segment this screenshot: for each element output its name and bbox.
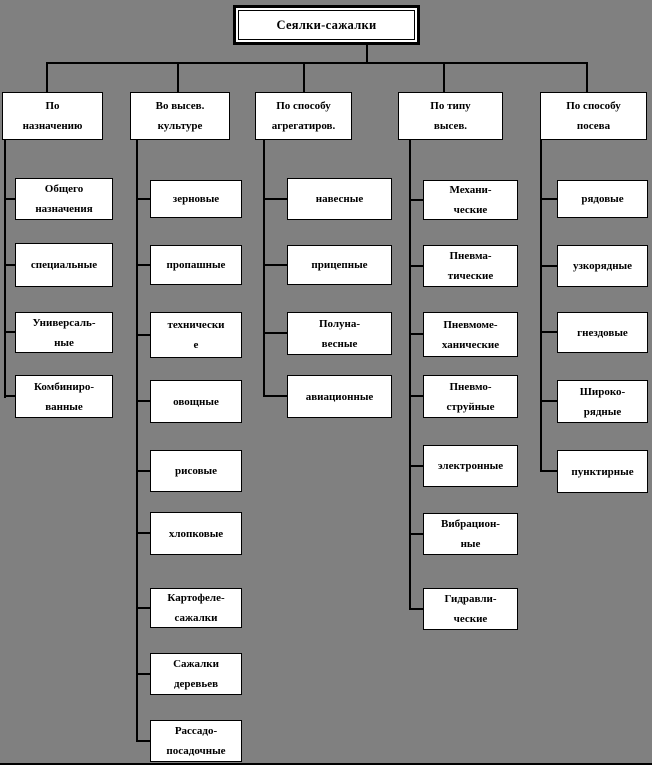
connector-line bbox=[136, 470, 150, 472]
node-ovoshchnye: овощные bbox=[150, 380, 242, 423]
connector-line bbox=[263, 332, 287, 334]
node-tehnicheskie: технически е bbox=[150, 312, 242, 358]
node-zernovye: зерновые bbox=[150, 180, 242, 218]
node-rassadoposadochnye: Рассадо- посадочные bbox=[150, 720, 242, 762]
node-kartofelesazhalki: Картофеле- сажалки bbox=[150, 588, 242, 628]
connector-line bbox=[136, 140, 138, 742]
node-propashnye: пропашные bbox=[150, 245, 242, 285]
node-pnevmomehanicheskie: Пневмоме- ханические bbox=[423, 312, 518, 357]
connector-line bbox=[409, 199, 423, 201]
connector-line bbox=[46, 62, 48, 92]
node-risovye: рисовые bbox=[150, 450, 242, 492]
connector-line bbox=[409, 140, 411, 610]
node-gidravlicheskie: Гидравли- ческие bbox=[423, 588, 518, 630]
connector-line bbox=[136, 400, 150, 402]
connector-line bbox=[540, 140, 542, 472]
connector-line bbox=[540, 331, 557, 333]
connector-line bbox=[263, 264, 287, 266]
node-polunavesnye: Полуна- весные bbox=[287, 312, 392, 355]
connector-line bbox=[540, 470, 557, 472]
node-shirokoryadnye: Широко- рядные bbox=[557, 380, 648, 423]
node-gnezdovye: гнездовые bbox=[557, 312, 648, 353]
node-aviacionnye: авиационные bbox=[287, 375, 392, 418]
connector-line bbox=[586, 62, 588, 92]
connector-line bbox=[409, 333, 423, 335]
node-sazhalki-derevev: Сажалки деревьев bbox=[150, 653, 242, 695]
connector-line bbox=[136, 264, 150, 266]
connector-line bbox=[263, 395, 287, 397]
node-obshchego-naznacheniya: Общего назначения bbox=[15, 178, 113, 220]
connector-line bbox=[263, 198, 287, 200]
header-po-sposobu-poseva: По способу посева bbox=[540, 92, 647, 140]
diagram-title: Сеялки-сажалки bbox=[238, 10, 415, 40]
connector-line bbox=[136, 740, 150, 742]
connector-line bbox=[540, 400, 557, 402]
connector-line bbox=[409, 465, 423, 467]
header-po-sposobu-agregatirov: По способу агрегатиров. bbox=[255, 92, 352, 140]
header-po-tipu-vysev: По типу высев. bbox=[398, 92, 503, 140]
node-universalnye: Универсаль- ные bbox=[15, 312, 113, 353]
header-po-naznacheniyu: По назначению bbox=[2, 92, 103, 140]
connector-line bbox=[540, 265, 557, 267]
node-kombinirovannye: Комбиниро- ванные bbox=[15, 375, 113, 418]
connector-line bbox=[177, 62, 179, 92]
header-po-vysev-kulture: Во высев. культуре bbox=[130, 92, 230, 140]
connector-line bbox=[443, 62, 445, 92]
diagram-title-box: Сеялки-сажалки bbox=[233, 5, 420, 45]
connector-line bbox=[263, 140, 265, 397]
node-elektronnye: электронные bbox=[423, 445, 518, 487]
connector-line bbox=[136, 532, 150, 534]
node-pricepnye: прицепные bbox=[287, 245, 392, 285]
connector-line bbox=[4, 331, 15, 333]
connector-line bbox=[4, 140, 6, 398]
connector-line bbox=[46, 62, 588, 64]
node-mehanicheskie: Механи- ческие bbox=[423, 180, 518, 220]
connector-line bbox=[4, 395, 15, 397]
node-ryadovye: рядовые bbox=[557, 180, 648, 218]
node-uzkoryadnye: узкорядные bbox=[557, 245, 648, 287]
node-hlopkovye: хлопковые bbox=[150, 512, 242, 555]
node-vibracionnye: Вибрацион- ные bbox=[423, 513, 518, 555]
page-bottom-border bbox=[0, 763, 652, 765]
connector-line bbox=[4, 198, 15, 200]
connector-line bbox=[409, 533, 423, 535]
node-navesnye: навесные bbox=[287, 178, 392, 220]
connector-line bbox=[409, 608, 423, 610]
connector-line bbox=[136, 198, 150, 200]
connector-line bbox=[136, 673, 150, 675]
connector-line bbox=[540, 198, 557, 200]
node-specialnye: специальные bbox=[15, 243, 113, 287]
node-pnevmaticheskie: Пневма- тические bbox=[423, 245, 518, 287]
node-pnevmostrujnye: Пневмо- струйные bbox=[423, 375, 518, 418]
connector-line bbox=[409, 265, 423, 267]
connector-line bbox=[4, 264, 15, 266]
connector-line bbox=[136, 607, 150, 609]
node-punktirnye: пунктирные bbox=[557, 450, 648, 493]
connector-line bbox=[136, 334, 150, 336]
connector-line bbox=[409, 395, 423, 397]
connector-line bbox=[303, 62, 305, 92]
connector-line bbox=[366, 45, 368, 63]
